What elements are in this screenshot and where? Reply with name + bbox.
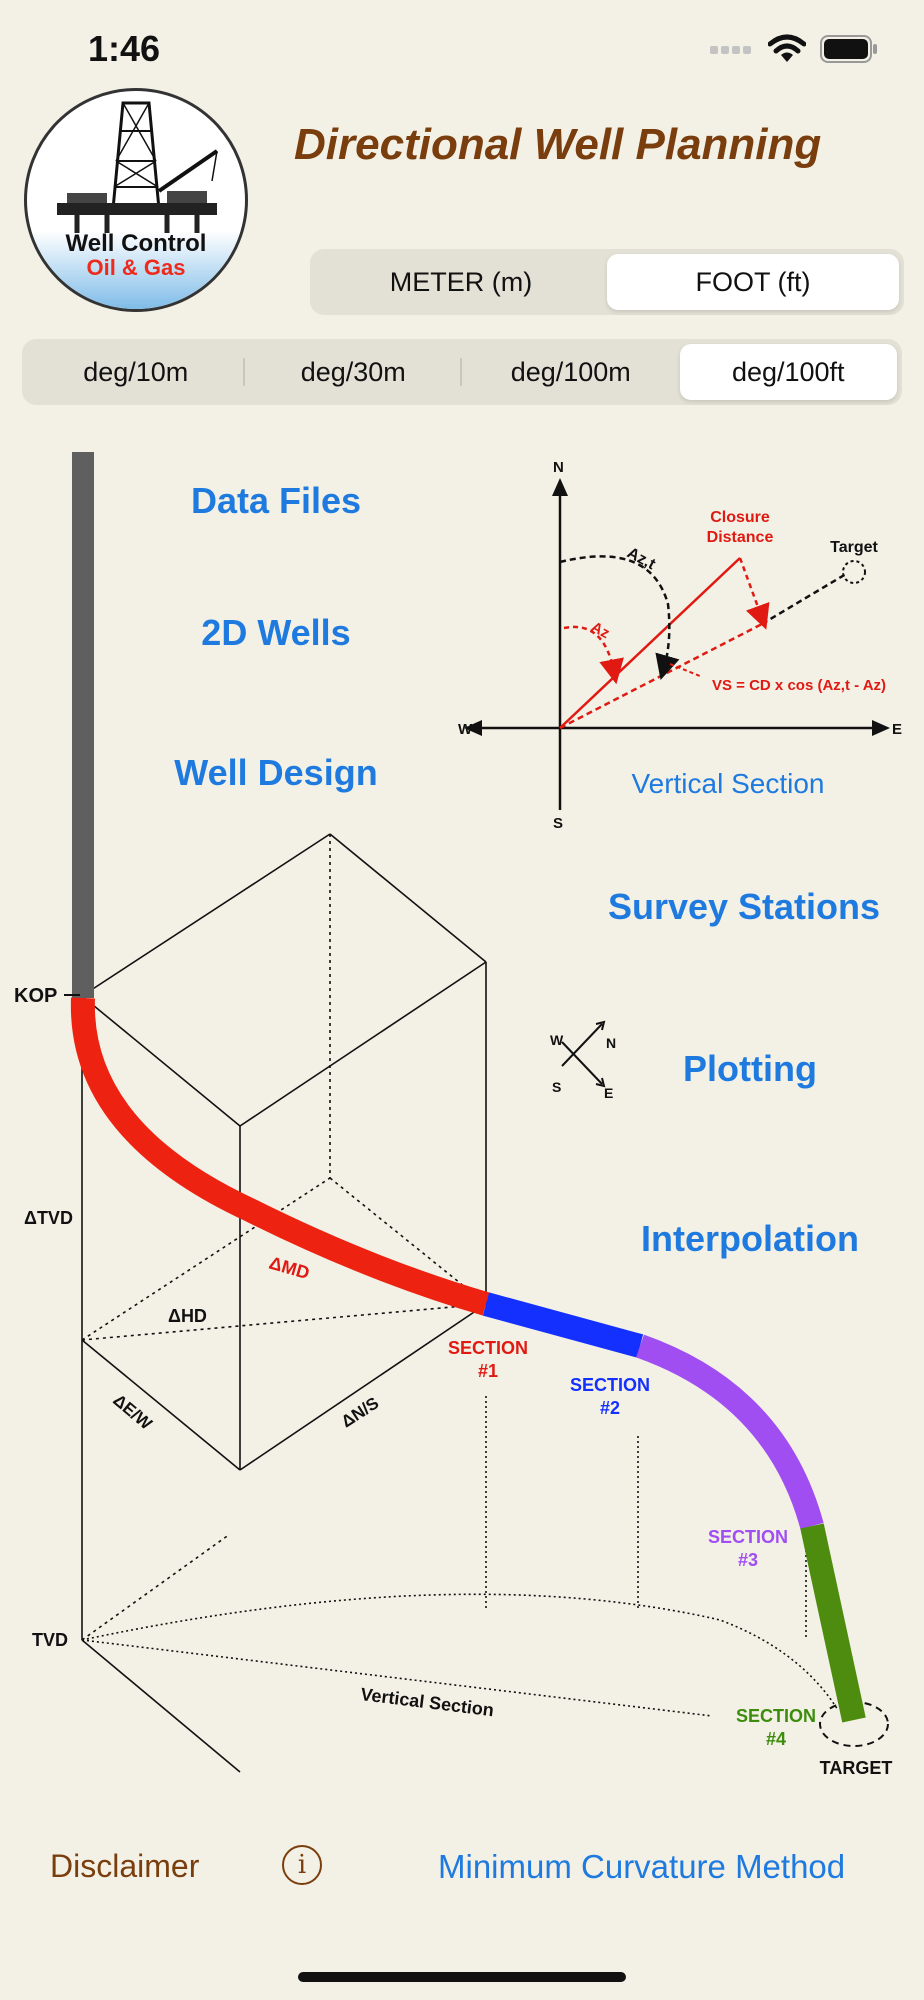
compass-e: E — [604, 1085, 613, 1101]
compass-w: W — [550, 1032, 564, 1048]
2d-wells-link[interactable]: 2D Wells — [201, 612, 351, 653]
info-icon[interactable]: i — [282, 1845, 322, 1885]
azimuth-label: Az — [588, 619, 612, 643]
section-4-title: SECTION — [736, 1706, 816, 1726]
rate-option-label: deg/10m — [83, 356, 189, 387]
east-label: E — [892, 721, 902, 738]
section-1-title: SECTION — [448, 1338, 528, 1358]
target-label: TARGET — [820, 1758, 893, 1778]
unit-segmented-control[interactable]: METER (m) FOOT (ft) — [310, 249, 904, 315]
logo-line2: Oil & Gas — [86, 255, 185, 280]
unit-option-foot[interactable]: FOOT (ft) — [607, 254, 899, 310]
survey-stations-link[interactable]: Survey Stations — [607, 886, 881, 927]
data-files-link[interactable]: Data Files — [190, 480, 362, 521]
unit-option-meter[interactable]: METER (m) — [389, 266, 533, 297]
interpolation-link[interactable]: Interpolation — [641, 1218, 859, 1259]
section-2-title: SECTION — [570, 1375, 650, 1395]
rate-option-deg-30m[interactable]: deg/30m — [245, 344, 462, 400]
azimuth-target-label: Az,t — [624, 545, 658, 574]
section-3-number: #3 — [738, 1550, 758, 1570]
tvd-label: TVD — [32, 1630, 68, 1650]
well-design-link[interactable]: Well Design — [174, 752, 378, 793]
home-indicator[interactable] — [298, 1972, 626, 1982]
closure-label-1: Closure — [710, 509, 770, 526]
section-1-number: #1 — [478, 1361, 498, 1381]
rate-option-deg-100ft[interactable]: deg/100ft — [679, 344, 897, 400]
vertical-section-axis-label: Vertical Section — [360, 1684, 496, 1720]
west-label: W — [458, 721, 473, 738]
disclaimer-link[interactable]: Disclaimer — [50, 1848, 200, 1884]
wifi-icon — [768, 34, 806, 62]
section-3-path — [636, 1334, 824, 1530]
closure-label-2: Distance — [707, 529, 774, 546]
status-time: 1:46 — [88, 28, 161, 69]
vertical-section-link[interactable]: Vertical Section — [631, 768, 825, 799]
compass-n: N — [606, 1035, 616, 1051]
delta-md-label: ΔMD — [267, 1253, 312, 1284]
south-label: S — [553, 815, 563, 832]
vertical-section-diagram: N S W E Closure Distance Target Az,t Az … — [458, 459, 902, 832]
status-icons — [710, 34, 878, 64]
delta-hd-label: ΔHD — [168, 1306, 207, 1326]
app-title: Directional Well Planning — [294, 120, 822, 169]
well-diagram: KOP ΔTVD ΔMD ΔHD ΔE/W ΔN/S TVD Vertical … — [14, 452, 902, 1778]
north-label: N — [553, 459, 564, 476]
section-4-number: #4 — [766, 1729, 786, 1749]
rate-segmented-control[interactable]: deg/10m deg/30m deg/100m deg/100ft — [22, 339, 902, 405]
battery-icon — [820, 35, 877, 63]
rate-option-deg-10m[interactable]: deg/10m — [27, 344, 245, 400]
rate-option-label: deg/100m — [510, 356, 631, 387]
rate-option-label: deg/30m — [300, 356, 406, 387]
delta-ew-label: ΔE/W — [109, 1391, 156, 1435]
vertical-pipe — [72, 452, 94, 998]
minimum-curvature-link[interactable]: Minimum Curvature Method — [438, 1848, 846, 1885]
section-4-path — [800, 1523, 866, 1723]
compass-s: S — [552, 1079, 561, 1095]
delta-tvd-label: ΔTVD — [24, 1208, 73, 1228]
signal-icon — [710, 46, 751, 54]
section-2-number: #2 — [600, 1398, 620, 1418]
kop-label: KOP — [14, 985, 57, 1007]
rate-option-deg-100m[interactable]: deg/100m — [462, 344, 680, 400]
section-2-path — [482, 1292, 644, 1358]
compass-icon: W N S E — [550, 1020, 616, 1101]
section-3-title: SECTION — [708, 1527, 788, 1547]
plotting-link[interactable]: Plotting — [683, 1048, 817, 1089]
vs-target-label: Target — [830, 539, 878, 556]
section-1-path — [70, 997, 490, 1316]
logo-line1: Well Control — [66, 230, 207, 257]
rate-option-label: deg/100ft — [731, 356, 845, 387]
vs-formula: VS = CD x cos (Az,t - Az) — [712, 677, 886, 694]
